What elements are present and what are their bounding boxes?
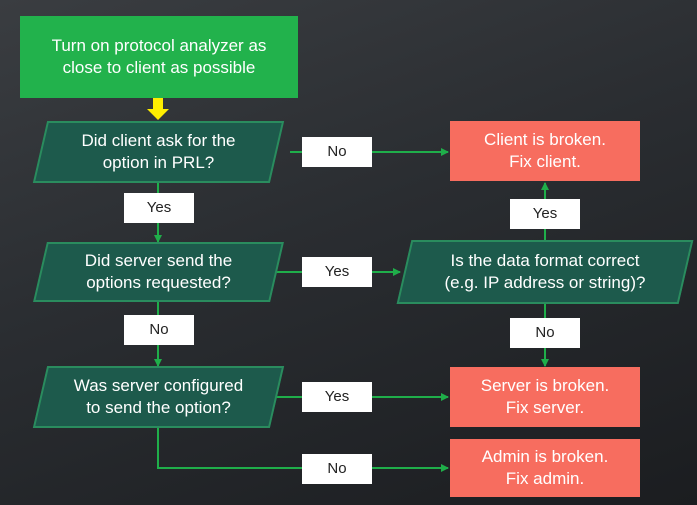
outcome-server-broken-text: Server is broken. Fix server. — [480, 376, 610, 417]
label-format-no: No — [510, 318, 580, 348]
decision-client-asked: Did client ask for the option in PRL? — [32, 121, 285, 183]
label-format-yes: Yes — [510, 199, 580, 229]
decision-server-sent: Did server send the options requested? — [33, 242, 284, 302]
outcome-admin-broken-text: Admin is broken. Fix admin. — [481, 447, 609, 488]
label-configured-no: No — [302, 454, 372, 484]
outcome-client-broken: Client is broken. Fix client. — [450, 121, 640, 181]
outcome-admin-broken: Admin is broken. Fix admin. — [450, 439, 640, 497]
decision-server-sent-text: Did server send the options requested? — [84, 251, 233, 292]
start-box: Turn on protocol analyzer as close to cl… — [20, 16, 298, 98]
decision-format-correct: Is the data format correct (e.g. IP addr… — [396, 240, 694, 304]
label-client-asked-yes: Yes — [124, 193, 194, 223]
label-client-asked-no: No — [302, 137, 372, 167]
start-text: Turn on protocol analyzer as close to cl… — [51, 36, 267, 77]
label-configured-yes: Yes — [302, 382, 372, 412]
label-server-sent-no: No — [124, 315, 194, 345]
outcome-server-broken: Server is broken. Fix server. — [450, 367, 640, 427]
label-server-sent-yes: Yes — [302, 257, 372, 287]
decision-client-asked-text: Did client ask for the option in PRL? — [81, 131, 236, 172]
decision-server-configured: Was server configured to send the option… — [32, 366, 285, 428]
decision-server-configured-text: Was server configured to send the option… — [73, 376, 244, 417]
start-pointer-arrow — [147, 97, 169, 120]
outcome-client-broken-text: Client is broken. Fix client. — [484, 130, 606, 171]
decision-format-correct-text: Is the data format correct (e.g. IP addr… — [444, 251, 646, 292]
